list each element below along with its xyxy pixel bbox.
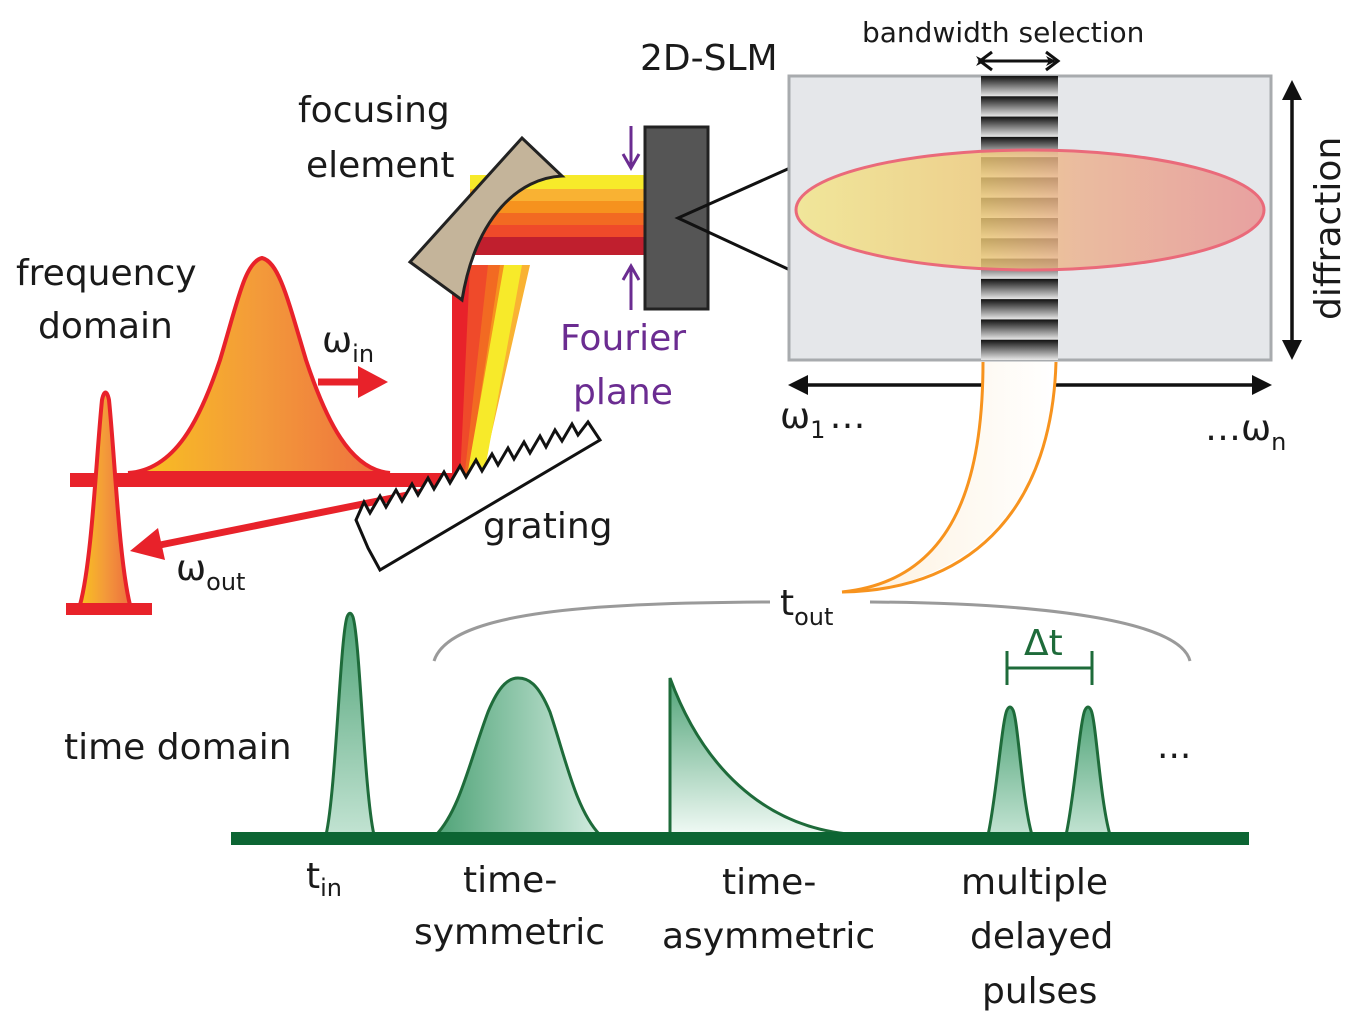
multiple-label-2: delayed xyxy=(970,916,1113,957)
zoom-callout-lines xyxy=(674,166,791,272)
bandwidth-to-tout-tube xyxy=(842,362,1056,592)
symmetric-label-1: time- xyxy=(463,860,557,901)
slm-stripe xyxy=(981,299,1058,320)
focusing-mirror xyxy=(407,135,566,303)
asymmetric-label-2: asymmetric xyxy=(662,916,875,957)
diffraction-grating: grating xyxy=(354,419,613,573)
slm-stripe xyxy=(981,116,1058,137)
multiple-label-3: pulses xyxy=(982,971,1097,1012)
time-axis-baseline xyxy=(231,832,1249,845)
frequency-domain-group: frequency domain ωin ωout xyxy=(16,253,470,615)
fourier-plane-label-1: Fourier xyxy=(560,318,686,359)
symmetric-pulse xyxy=(432,676,604,837)
omega-in-label: ωin xyxy=(322,320,374,368)
asymmetric-label-1: time- xyxy=(722,862,816,903)
slm-stripe xyxy=(981,76,1058,97)
fourier-plane-label-2: plane xyxy=(573,372,673,413)
delayed-pulse-1 xyxy=(986,705,1034,837)
grating-label: grating xyxy=(483,506,613,547)
omega-1-label: ω1… xyxy=(780,396,865,444)
time-domain-group: time domain Δt ... tin time- symmetric t… xyxy=(64,611,1249,1012)
tube-edge-right xyxy=(841,361,1058,594)
slm-stripe xyxy=(981,278,1058,300)
focusing-element-label-1: focusing xyxy=(298,90,450,131)
omega-n-label: …ωn xyxy=(1205,408,1286,456)
slm-label: 2D-SLM xyxy=(640,38,778,79)
symmetric-label-2: symmetric xyxy=(414,912,605,953)
slm-stripe xyxy=(981,319,1058,340)
tube-edge-left xyxy=(841,361,985,594)
slm-stripe xyxy=(981,96,1058,117)
omega-out-arrowhead xyxy=(130,528,165,560)
frequency-domain-label-2: domain xyxy=(38,306,173,347)
output-baseline xyxy=(66,603,152,615)
slm-panel xyxy=(787,74,1273,362)
delta-t-bracket xyxy=(1005,651,1094,685)
input-spectrum-gaussian xyxy=(127,255,391,475)
t-in-label: tin xyxy=(306,856,342,902)
frequency-domain-label-1: frequency xyxy=(16,253,197,294)
beam-spot-ellipse xyxy=(794,148,1266,272)
omega-out-label: ωout xyxy=(176,548,245,596)
input-time-pulse xyxy=(324,611,376,837)
t-out-label: tout xyxy=(780,583,833,631)
slm-stripe xyxy=(981,339,1058,360)
bandwidth-selection-label: bandwidth selection xyxy=(862,16,1144,49)
asymmetric-pulse xyxy=(668,677,861,837)
delta-t-label: Δt xyxy=(1024,623,1063,664)
diffraction-label: diffraction xyxy=(1308,137,1349,320)
multiple-label-1: multiple xyxy=(961,862,1108,903)
tout-bracket xyxy=(432,600,1192,662)
delayed-pulse-2 xyxy=(1064,705,1112,837)
fourier-arrowhead-down xyxy=(621,153,641,172)
focusing-element-label-2: element xyxy=(306,145,454,186)
fourier-arrowhead-up xyxy=(621,262,641,281)
input-beam-line xyxy=(70,473,470,487)
output-spectrum-peak xyxy=(77,390,133,607)
time-domain-label: time domain xyxy=(64,727,292,768)
more-pulses-ellipsis: ... xyxy=(1157,726,1191,767)
omega-in-arrowhead xyxy=(358,366,388,398)
